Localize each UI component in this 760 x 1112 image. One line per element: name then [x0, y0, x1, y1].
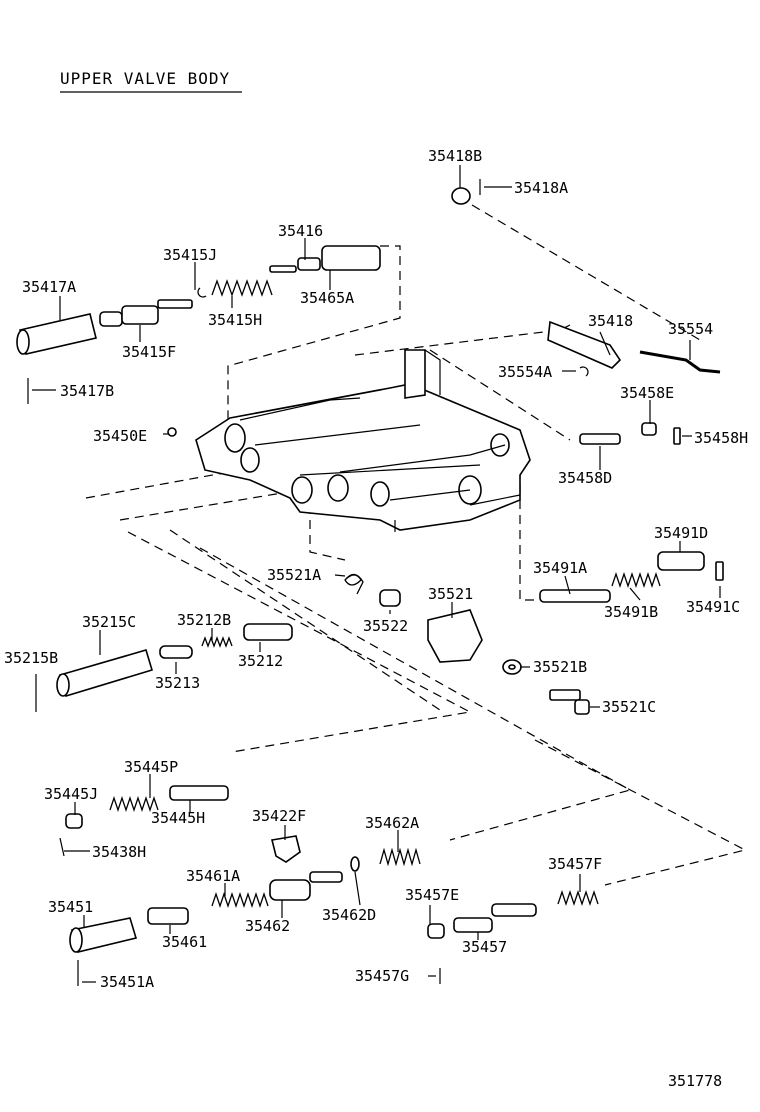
label-35461A: 35461A: [186, 867, 240, 885]
upper-valve-body: [195, 349, 531, 532]
label-35457F: 35457F: [548, 855, 602, 873]
label-35416: 35416: [278, 222, 323, 240]
label-35418B: 35418B: [428, 147, 482, 165]
label-35521: 35521: [428, 585, 473, 603]
label-35491D: 35491D: [654, 524, 708, 542]
label-35415J: 35415J: [163, 246, 217, 264]
label-35451A: 35451A: [100, 973, 154, 991]
leader-lines: [32, 165, 721, 983]
label-35554: 35554: [668, 320, 713, 338]
label-35438H: 35438H: [92, 843, 146, 861]
diagram-number: 351778: [668, 1072, 722, 1090]
label-35461: 35461: [162, 933, 207, 951]
label-35491B: 35491B: [604, 603, 658, 621]
label-35521C: 35521C: [602, 698, 656, 716]
label-35215C: 35215C: [82, 613, 136, 631]
label-35554A: 35554A: [498, 363, 552, 381]
label-35213: 35213: [155, 674, 200, 692]
part-labels: 35418B 35418A 35416 35415J 35417A 35465A…: [4, 147, 748, 991]
label-35457G: 35457G: [355, 967, 409, 985]
label-35417B: 35417B: [60, 382, 114, 400]
label-35445J: 35445J: [44, 785, 98, 803]
diagram-title: UPPER VALVE BODY: [60, 69, 230, 88]
label-35462: 35462: [245, 917, 290, 935]
label-35418: 35418: [588, 312, 633, 330]
label-35415H: 35415H: [208, 311, 262, 329]
label-35417A: 35417A: [22, 278, 76, 296]
label-35445P: 35445P: [124, 758, 178, 776]
label-35445H: 35445H: [151, 809, 205, 827]
dashed-guides: [85, 204, 747, 886]
label-35422F: 35422F: [252, 807, 306, 825]
label-35465A: 35465A: [300, 289, 354, 307]
label-35462A: 35462A: [365, 814, 419, 832]
label-35521A: 35521A: [267, 566, 321, 584]
label-35457: 35457: [462, 938, 507, 956]
label-35451: 35451: [48, 898, 93, 916]
label-35212B: 35212B: [177, 611, 231, 629]
label-35457E: 35457E: [405, 886, 459, 904]
label-35458H: 35458H: [694, 429, 748, 447]
label-35458D: 35458D: [558, 469, 612, 487]
label-35415F: 35415F: [122, 343, 176, 361]
label-35491C: 35491C: [686, 598, 740, 616]
label-35522: 35522: [363, 617, 408, 635]
label-35458E: 35458E: [620, 384, 674, 402]
parts: [16, 179, 724, 986]
label-35491A: 35491A: [533, 559, 587, 577]
label-35418A: 35418A: [514, 179, 568, 197]
label-35521B: 35521B: [533, 658, 587, 676]
label-35462D: 35462D: [322, 906, 376, 924]
label-35215B: 35215B: [4, 649, 58, 667]
label-35450E: 35450E: [93, 427, 147, 445]
label-35212: 35212: [238, 652, 283, 670]
